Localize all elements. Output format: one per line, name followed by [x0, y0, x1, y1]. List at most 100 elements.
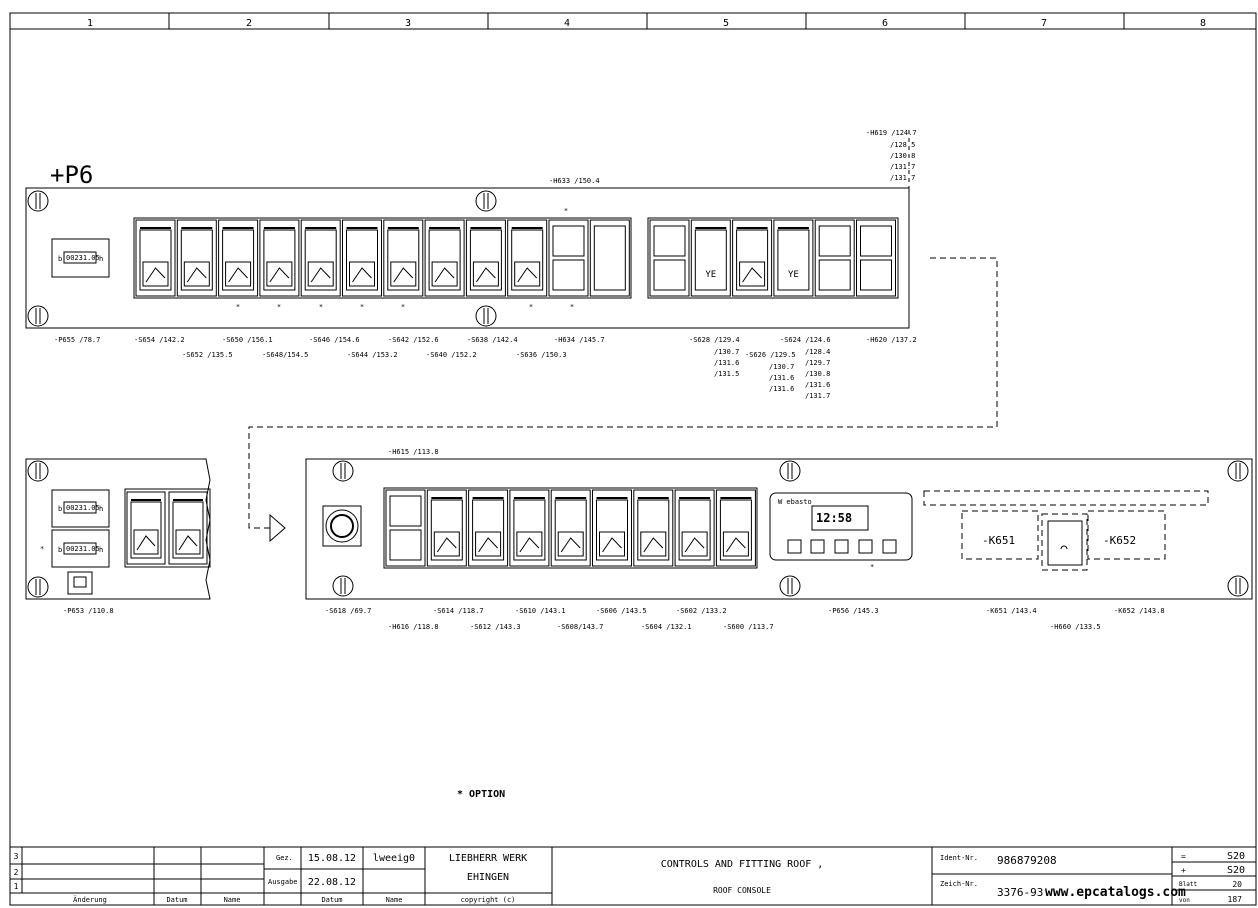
reference-label: -H615 /113.8 [388, 448, 439, 456]
reference-label: /131.7 [890, 163, 915, 171]
rocker-switch-icon [856, 219, 896, 297]
screw-icon [27, 305, 49, 327]
svg-text:YE: YE [705, 270, 716, 280]
screw-icon [27, 190, 49, 212]
svg-text:15.08.12: 15.08.12 [308, 853, 356, 864]
svg-text:h: h [99, 546, 103, 554]
rocker-switch-icon [383, 219, 424, 297]
switch-strip-right [647, 217, 899, 299]
column-number: 1 [87, 18, 93, 29]
reference-label: -K652 /143.8 [1114, 607, 1165, 615]
reference-label: -S636 /150.3 [516, 351, 567, 359]
option-note: * OPTION [457, 789, 505, 800]
reference-label: -S640 /152.2 [426, 351, 477, 359]
svg-text:3376-93: 3376-93 [997, 886, 1043, 899]
rocker-switch-icon [732, 219, 773, 297]
reference-label: -P655 /78.7 [54, 336, 100, 344]
push-button-icon [322, 505, 362, 547]
drawing-subtitle: ROOF CONSOLE [713, 886, 771, 895]
option-marker: * [529, 303, 533, 311]
screw-icon [779, 460, 801, 482]
svg-text:b: b [58, 505, 62, 513]
option-markers: ******** [236, 207, 574, 311]
rocker-switch-icon [176, 219, 217, 297]
reference-label: /131.5 [714, 370, 739, 378]
column-number: 2 [246, 18, 252, 29]
rocker-switch-icon [126, 491, 166, 565]
rocker-switch-icon [509, 489, 550, 567]
rocker-switch-icon [589, 219, 630, 297]
reference-label: -H633 /150.4 [549, 177, 600, 185]
rocker-switch-icon: YE [773, 219, 814, 297]
rocker-switch-icon [550, 489, 591, 567]
svg-text:W ebasto: W ebasto [778, 498, 812, 506]
screw-icon [1227, 575, 1249, 597]
svg-text:Zeich-Nr.: Zeich-Nr. [940, 880, 978, 888]
reference-label: /131.6 [714, 359, 739, 367]
svg-text:1: 1 [14, 882, 19, 891]
svg-text:2: 2 [14, 868, 19, 877]
option-marker: * [319, 303, 323, 311]
horn-icon [67, 571, 93, 595]
hour-counter-p655: b 00231.05 h [51, 238, 110, 278]
switch-group [126, 491, 208, 565]
watermark: www.epcatalogs.com [1045, 885, 1186, 900]
reference-label: -P653 /110.8 [63, 607, 114, 615]
reference-label: -S600 /113.7 [723, 623, 774, 631]
sheet-border [9, 12, 1257, 906]
reference-label: /130.7 [769, 363, 794, 371]
svg-text:EHINGEN: EHINGEN [467, 872, 509, 883]
title-block: 3 2 1 Änderung Datum Name Datum Name Gez… [10, 846, 1256, 905]
rocker-switch-icon [300, 219, 341, 297]
reference-label: -S644 /153.2 [347, 351, 398, 359]
reference-label: /131.6 [769, 385, 794, 393]
reference-label: -S602 /133.2 [676, 607, 727, 615]
buzzer-h660 [1041, 513, 1088, 571]
rocker-switch-icon [465, 219, 506, 297]
panel-id-label: +P6 [50, 161, 93, 189]
timer-button-icon [882, 539, 897, 554]
option-marker: * [870, 563, 874, 571]
option-marker: * [401, 303, 405, 311]
option-marker: * [277, 303, 281, 311]
reference-label: -S612 /143.3 [470, 623, 521, 631]
svg-text:h: h [99, 505, 103, 513]
svg-text:h: h [99, 255, 103, 263]
svg-text:copyright (c): copyright (c) [461, 896, 516, 904]
column-number: 4 [564, 18, 570, 29]
reference-label: /129.7 [805, 359, 830, 367]
column-number: 3 [405, 18, 411, 29]
option-marker: * [40, 545, 44, 553]
bottom-right-console-outline [305, 458, 1253, 600]
reference-label: -P656 /145.3 [828, 607, 879, 615]
timer-button-icon [810, 539, 825, 554]
svg-text:=: = [1181, 852, 1186, 861]
option-marker: * [360, 303, 364, 311]
rocker-switch-icon [674, 489, 715, 567]
reference-label: /130.8 [805, 370, 830, 378]
timer-display: 12:58 [816, 511, 852, 525]
reference-label: /131.6 [769, 374, 794, 382]
svg-text:Name: Name [224, 896, 241, 904]
column-number: 6 [882, 18, 888, 29]
reference-labels: -H615 /113.8-P653 /110.8-S618 /69.7-H616… [63, 448, 1165, 631]
reference-label: -S606 /143.5 [596, 607, 647, 615]
timer-button-icon [858, 539, 873, 554]
screw-icon [1227, 460, 1249, 482]
reference-label: -S638 /142.4 [467, 336, 518, 344]
rocker-switch-icon [592, 489, 632, 567]
rocker-switch-icon [507, 219, 548, 297]
rocker-switch-icon [633, 489, 674, 567]
reference-label: /131.6 [805, 381, 830, 389]
switch-group [385, 489, 756, 567]
relay-k652 [1087, 510, 1166, 560]
reference-label: /130.8 [890, 152, 915, 160]
rocker-switch-icon [814, 219, 855, 297]
svg-text:Blatt: Blatt [1179, 881, 1197, 888]
svg-text:Ausgabe: Ausgabe [268, 878, 298, 886]
top-console-outline [25, 187, 910, 329]
svg-text:Ident-Nr.: Ident-Nr. [940, 854, 978, 862]
switch-strip-left [133, 217, 632, 299]
timer-button-icon [834, 539, 849, 554]
reference-label: -S652 /135.5 [182, 351, 233, 359]
